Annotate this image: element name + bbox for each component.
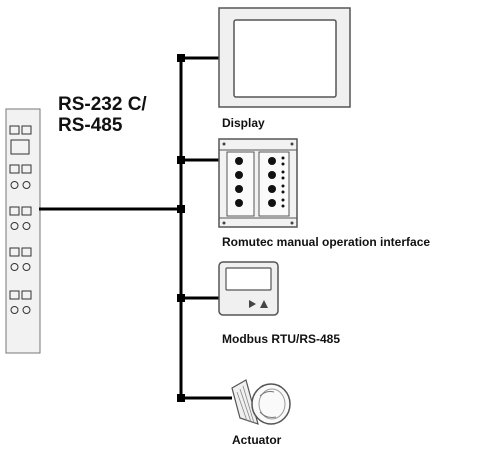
display-label: Display bbox=[222, 116, 265, 130]
junction-node bbox=[177, 294, 185, 302]
bus-protocol-line-1: RS-232 C/ bbox=[58, 94, 147, 115]
modbus-label: Modbus RTU/RS-485 bbox=[222, 332, 341, 346]
modbus-controller-icon bbox=[218, 261, 279, 316]
manual-operation-interface-label: Romutec manual operation interface bbox=[222, 235, 431, 249]
controller-module-icon bbox=[5, 108, 41, 354]
manual-operation-panel-icon bbox=[218, 138, 298, 228]
junction-node bbox=[177, 205, 185, 213]
display-screen-icon bbox=[218, 7, 351, 108]
junction-node bbox=[177, 54, 185, 62]
bus-protocol-line-2: RS-485 bbox=[58, 115, 123, 136]
bus-protocol-label: RS-232 C/ RS-485 bbox=[58, 94, 147, 136]
junction-node bbox=[177, 156, 185, 164]
actuator-knob-icon bbox=[231, 379, 291, 425]
junction-node bbox=[177, 394, 185, 402]
actuator-label: Actuator bbox=[232, 433, 282, 447]
bus-wiring bbox=[39, 56, 232, 400]
bus-junctions bbox=[177, 54, 185, 402]
